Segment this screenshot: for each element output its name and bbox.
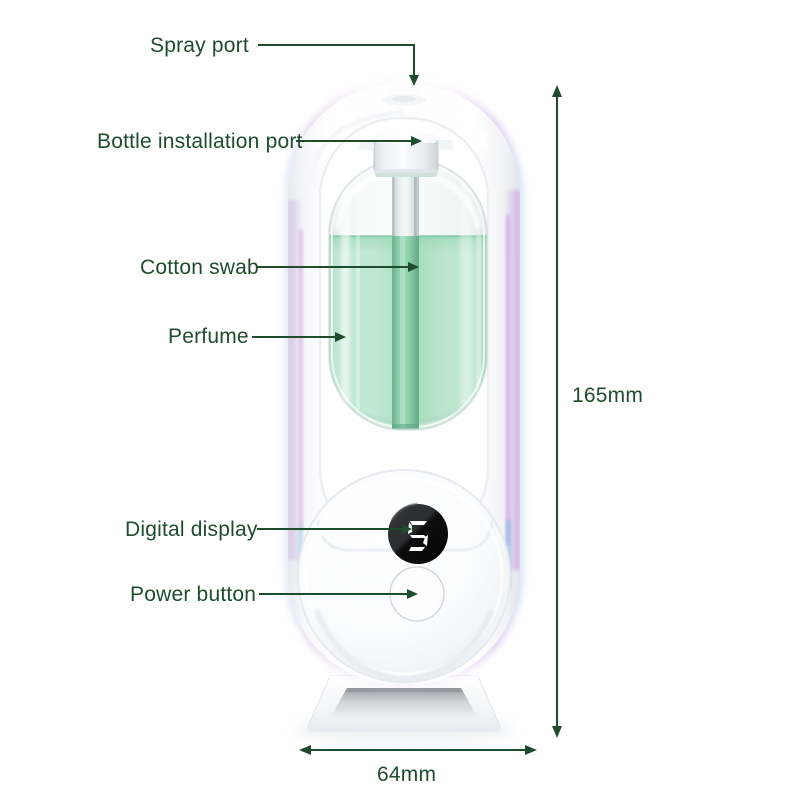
annotation-power-button: Power button xyxy=(130,583,418,606)
dimension-height: 165mm xyxy=(552,85,643,738)
annotation-layer: Spray port Bottle installation port Cott… xyxy=(97,34,422,606)
dimension-height-arrow-bottom xyxy=(552,726,562,738)
dimension-width: 64mm xyxy=(299,745,537,786)
display-digit xyxy=(408,521,428,551)
annotation-bottle-installation-port: Bottle installation port xyxy=(97,130,422,153)
annotation-label-spray-port: Spray port xyxy=(150,34,249,57)
annotation-label-power-button: Power button xyxy=(130,583,256,606)
annotation-label-bottle-installation-port: Bottle installation port xyxy=(97,130,303,153)
display-face xyxy=(388,504,448,564)
dimension-height-label: 165mm xyxy=(572,384,643,407)
annotation-label-perfume: Perfume xyxy=(168,325,249,348)
dimension-layer: 165mm 64mm xyxy=(299,85,643,786)
arrow-head-cotton-swab xyxy=(408,262,419,272)
annotation-digital-display: Digital display xyxy=(125,518,412,541)
leader-line-spray-port xyxy=(258,43,416,76)
cotton-swab-tube xyxy=(392,168,419,429)
digital-display[interactable] xyxy=(388,502,448,564)
dimension-height-arrow-top xyxy=(552,85,562,97)
annotation-label-cotton-swab: Cotton swab xyxy=(140,256,259,279)
bottle-installation-cap xyxy=(358,133,454,177)
device-base xyxy=(297,469,511,684)
arrow-head-spray-port xyxy=(409,75,419,86)
spray-port xyxy=(382,94,426,106)
dimension-width-arrow-right xyxy=(525,745,537,755)
device-stand xyxy=(307,675,501,732)
dimension-width-arrow-left xyxy=(299,745,311,755)
cap-body xyxy=(374,133,438,177)
arrow-head-perfume xyxy=(335,332,346,342)
annotation-spray-port: Spray port xyxy=(150,34,419,86)
device-illustration xyxy=(284,80,524,741)
arrow-head-digital-display xyxy=(402,524,412,534)
annotation-label-digital-display: Digital display xyxy=(125,518,258,541)
arrow-head-bottle-installation-port xyxy=(411,136,422,146)
arrow-head-power-button xyxy=(407,589,418,599)
dimension-width-label: 64mm xyxy=(377,763,436,786)
annotation-perfume: Perfume xyxy=(168,325,346,348)
annotation-cotton-swab: Cotton swab xyxy=(140,256,419,279)
